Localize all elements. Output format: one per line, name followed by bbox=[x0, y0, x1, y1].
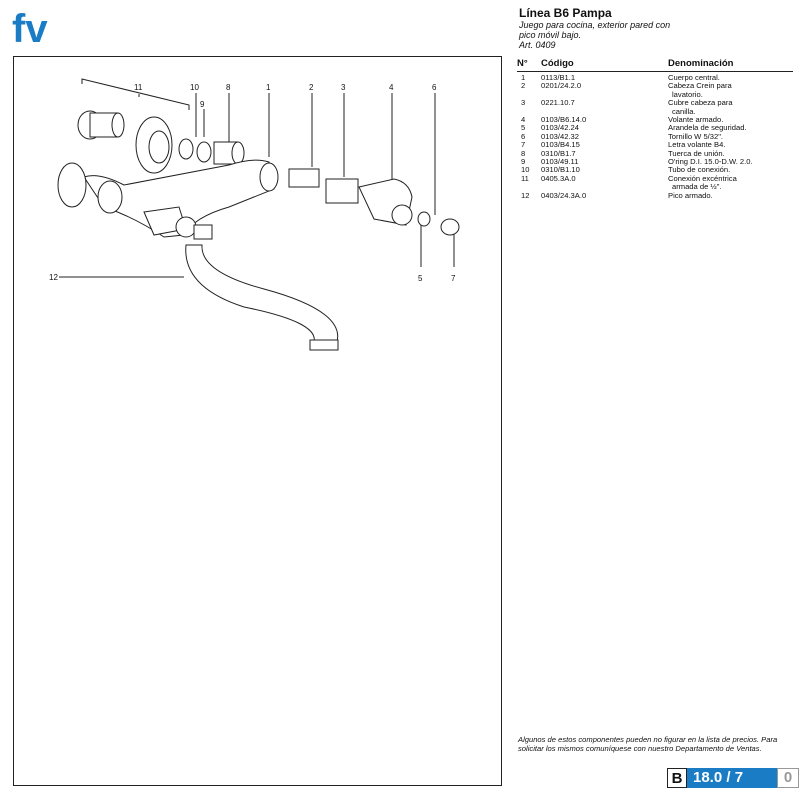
part-name: Conexión excéntrica armada de ½". bbox=[668, 173, 793, 192]
part-name: Cabeza Crein para lavatorio. bbox=[668, 81, 793, 99]
parts-list: N° Código Denominación 1 0113/B1.1 Cuerp… bbox=[517, 58, 793, 200]
part-name: Tornillo W 5/32". bbox=[668, 131, 793, 141]
part-name-line: canilla. bbox=[672, 106, 696, 116]
callout-6: 6 bbox=[432, 83, 437, 92]
part-name-line: Tubo de conexión. bbox=[668, 165, 731, 175]
column-header-number: N° bbox=[517, 58, 541, 72]
table-row: 6 0103/42.32 Tornillo W 5/32". bbox=[517, 131, 793, 141]
part-code: 0405.3A.0 bbox=[541, 173, 576, 183]
part-code: 0403/24.3A.0 bbox=[541, 190, 587, 200]
part-number: 1 bbox=[521, 73, 526, 82]
part-number: 7 bbox=[521, 140, 526, 150]
part-name-line: Letra volante B4. bbox=[668, 140, 726, 150]
part-code: 0221.10.7 bbox=[541, 98, 575, 108]
availability-note: Algunos de estos componentes pueden no f… bbox=[518, 735, 778, 753]
table-row: 7 0103/B4.15 Letra volante B4. bbox=[517, 140, 793, 150]
page-title: Línea B6 Pampa bbox=[519, 6, 612, 20]
callout-7: 7 bbox=[451, 274, 456, 283]
callout-5: 5 bbox=[418, 274, 423, 283]
part-number: 12 bbox=[521, 190, 530, 200]
part-name-line: O'ring D.I. 15.0-D.W. 2.0. bbox=[668, 157, 753, 167]
part-name-line: Cubre cabeza para bbox=[668, 98, 733, 108]
part-name: Cuerpo central. bbox=[668, 72, 793, 83]
callout-11: 11 bbox=[134, 83, 143, 92]
part-name-line: Cuerpo central. bbox=[668, 73, 720, 82]
part-name: Tuerca de unión. bbox=[668, 148, 793, 158]
table-row: 10 0310/B1.10 Tubo de conexión. bbox=[517, 165, 793, 175]
part-number: 5 bbox=[521, 123, 526, 133]
part-code: 0103/B6.14.0 bbox=[541, 115, 587, 125]
callout-9: 9 bbox=[200, 100, 205, 109]
part-number: 4 bbox=[521, 115, 526, 125]
part-name: Arandela de seguridad. bbox=[668, 123, 793, 133]
part-name-line: Volante armado. bbox=[668, 115, 724, 125]
part-code: 0113/B1.1 bbox=[541, 73, 576, 82]
page-number: 18.0 / 7 bbox=[687, 768, 777, 788]
callout-3: 3 bbox=[341, 83, 346, 92]
part-name-line: armada de ½". bbox=[672, 182, 722, 192]
callout-1: 1 bbox=[266, 83, 271, 92]
part-number: 6 bbox=[521, 131, 526, 141]
part-name: Letra volante B4. bbox=[668, 140, 793, 150]
part-name-line: Tuerca de unión. bbox=[668, 148, 725, 158]
part-code: 0310/B1.10 bbox=[541, 165, 580, 175]
callout-4: 4 bbox=[389, 83, 394, 92]
table-row: 9 0103/49.11 O'ring D.I. 15.0-D.W. 2.0. bbox=[517, 157, 793, 167]
part-name-line: lavatorio. bbox=[672, 89, 703, 99]
callout-12: 12 bbox=[49, 273, 58, 282]
part-name-line: Pico armado. bbox=[668, 190, 713, 200]
part-number: 10 bbox=[521, 165, 530, 175]
part-code: 0201/24.2.0 bbox=[541, 81, 582, 91]
document-header: Línea B6 Pampa Juego para cocina, exteri… bbox=[519, 6, 789, 51]
part-name: Pico armado. bbox=[668, 190, 793, 200]
table-row: 12 0403/24.3A.0 Pico armado. bbox=[517, 190, 793, 200]
part-number: 8 bbox=[521, 148, 526, 158]
part-code: 0103/49.11 bbox=[541, 157, 579, 167]
table-row: 5 0103/42.24 Arandela de seguridad. bbox=[517, 123, 793, 133]
part-code: 0103/42.24 bbox=[541, 123, 580, 133]
part-number: 9 bbox=[521, 157, 526, 167]
subtitle-line: pico móvil bajo. bbox=[519, 30, 582, 40]
column-header-name: Denominación bbox=[668, 58, 793, 72]
part-name: Volante armado. bbox=[668, 115, 793, 125]
table-row: 8 0310/B1.7 Tuerca de unión. bbox=[517, 148, 793, 158]
table-header-row: N° Código Denominación bbox=[517, 58, 793, 72]
part-code: 0310/B1.7 bbox=[541, 148, 576, 158]
part-name-line: Conexión excéntrica bbox=[668, 173, 737, 183]
section-letter: B bbox=[667, 768, 687, 788]
part-number: 3 bbox=[521, 98, 526, 108]
part-number: 2 bbox=[521, 81, 526, 91]
part-name-line: Arandela de seguridad. bbox=[668, 123, 747, 133]
parts-table: N° Código Denominación 1 0113/B1.1 Cuerp… bbox=[517, 58, 793, 200]
part-code: 0103/42.32 bbox=[541, 131, 580, 141]
exploded-view-diagram: 11 10 9 8 1 2 3 4 6 12 5 7 bbox=[49, 78, 460, 351]
page-suffix: 0 bbox=[777, 768, 799, 788]
part-number: 11 bbox=[521, 173, 529, 183]
table-row: 2 0201/24.2.0 Cabeza Crein para lavatori… bbox=[517, 81, 793, 99]
part-name: Cubre cabeza para canilla. bbox=[668, 98, 793, 116]
table-row: 11 0405.3A.0 Conexión excéntrica armada … bbox=[517, 173, 793, 192]
column-header-code: Código bbox=[541, 58, 668, 72]
callout-10: 10 bbox=[190, 83, 199, 92]
part-name: O'ring D.I. 15.0-D.W. 2.0. bbox=[668, 157, 793, 167]
article-number: Art. 0409 bbox=[519, 40, 556, 50]
table-row: 4 0103/B6.14.0 Volante armado. bbox=[517, 115, 793, 125]
part-code: 0103/B4.15 bbox=[541, 140, 580, 150]
fv-logo: fv bbox=[12, 7, 64, 51]
subtitle-line: Juego para cocina, exterior pared con bbox=[519, 20, 671, 30]
page-badge: B 18.0 / 7 0 bbox=[667, 768, 799, 788]
callout-2: 2 bbox=[309, 83, 314, 92]
part-name: Tubo de conexión. bbox=[668, 165, 793, 175]
part-name-line: Tornillo W 5/32". bbox=[668, 131, 724, 141]
table-row: 3 0221.10.7 Cubre cabeza para canilla. bbox=[517, 98, 793, 116]
part-name-line: Cabeza Crein para bbox=[668, 81, 732, 91]
callout-8: 8 bbox=[226, 83, 231, 92]
logo-text: fv bbox=[12, 8, 48, 48]
diagram-frame: 11 10 9 8 1 2 3 4 6 12 5 7 bbox=[13, 56, 502, 786]
table-row: 1 0113/B1.1 Cuerpo central. bbox=[517, 72, 793, 83]
